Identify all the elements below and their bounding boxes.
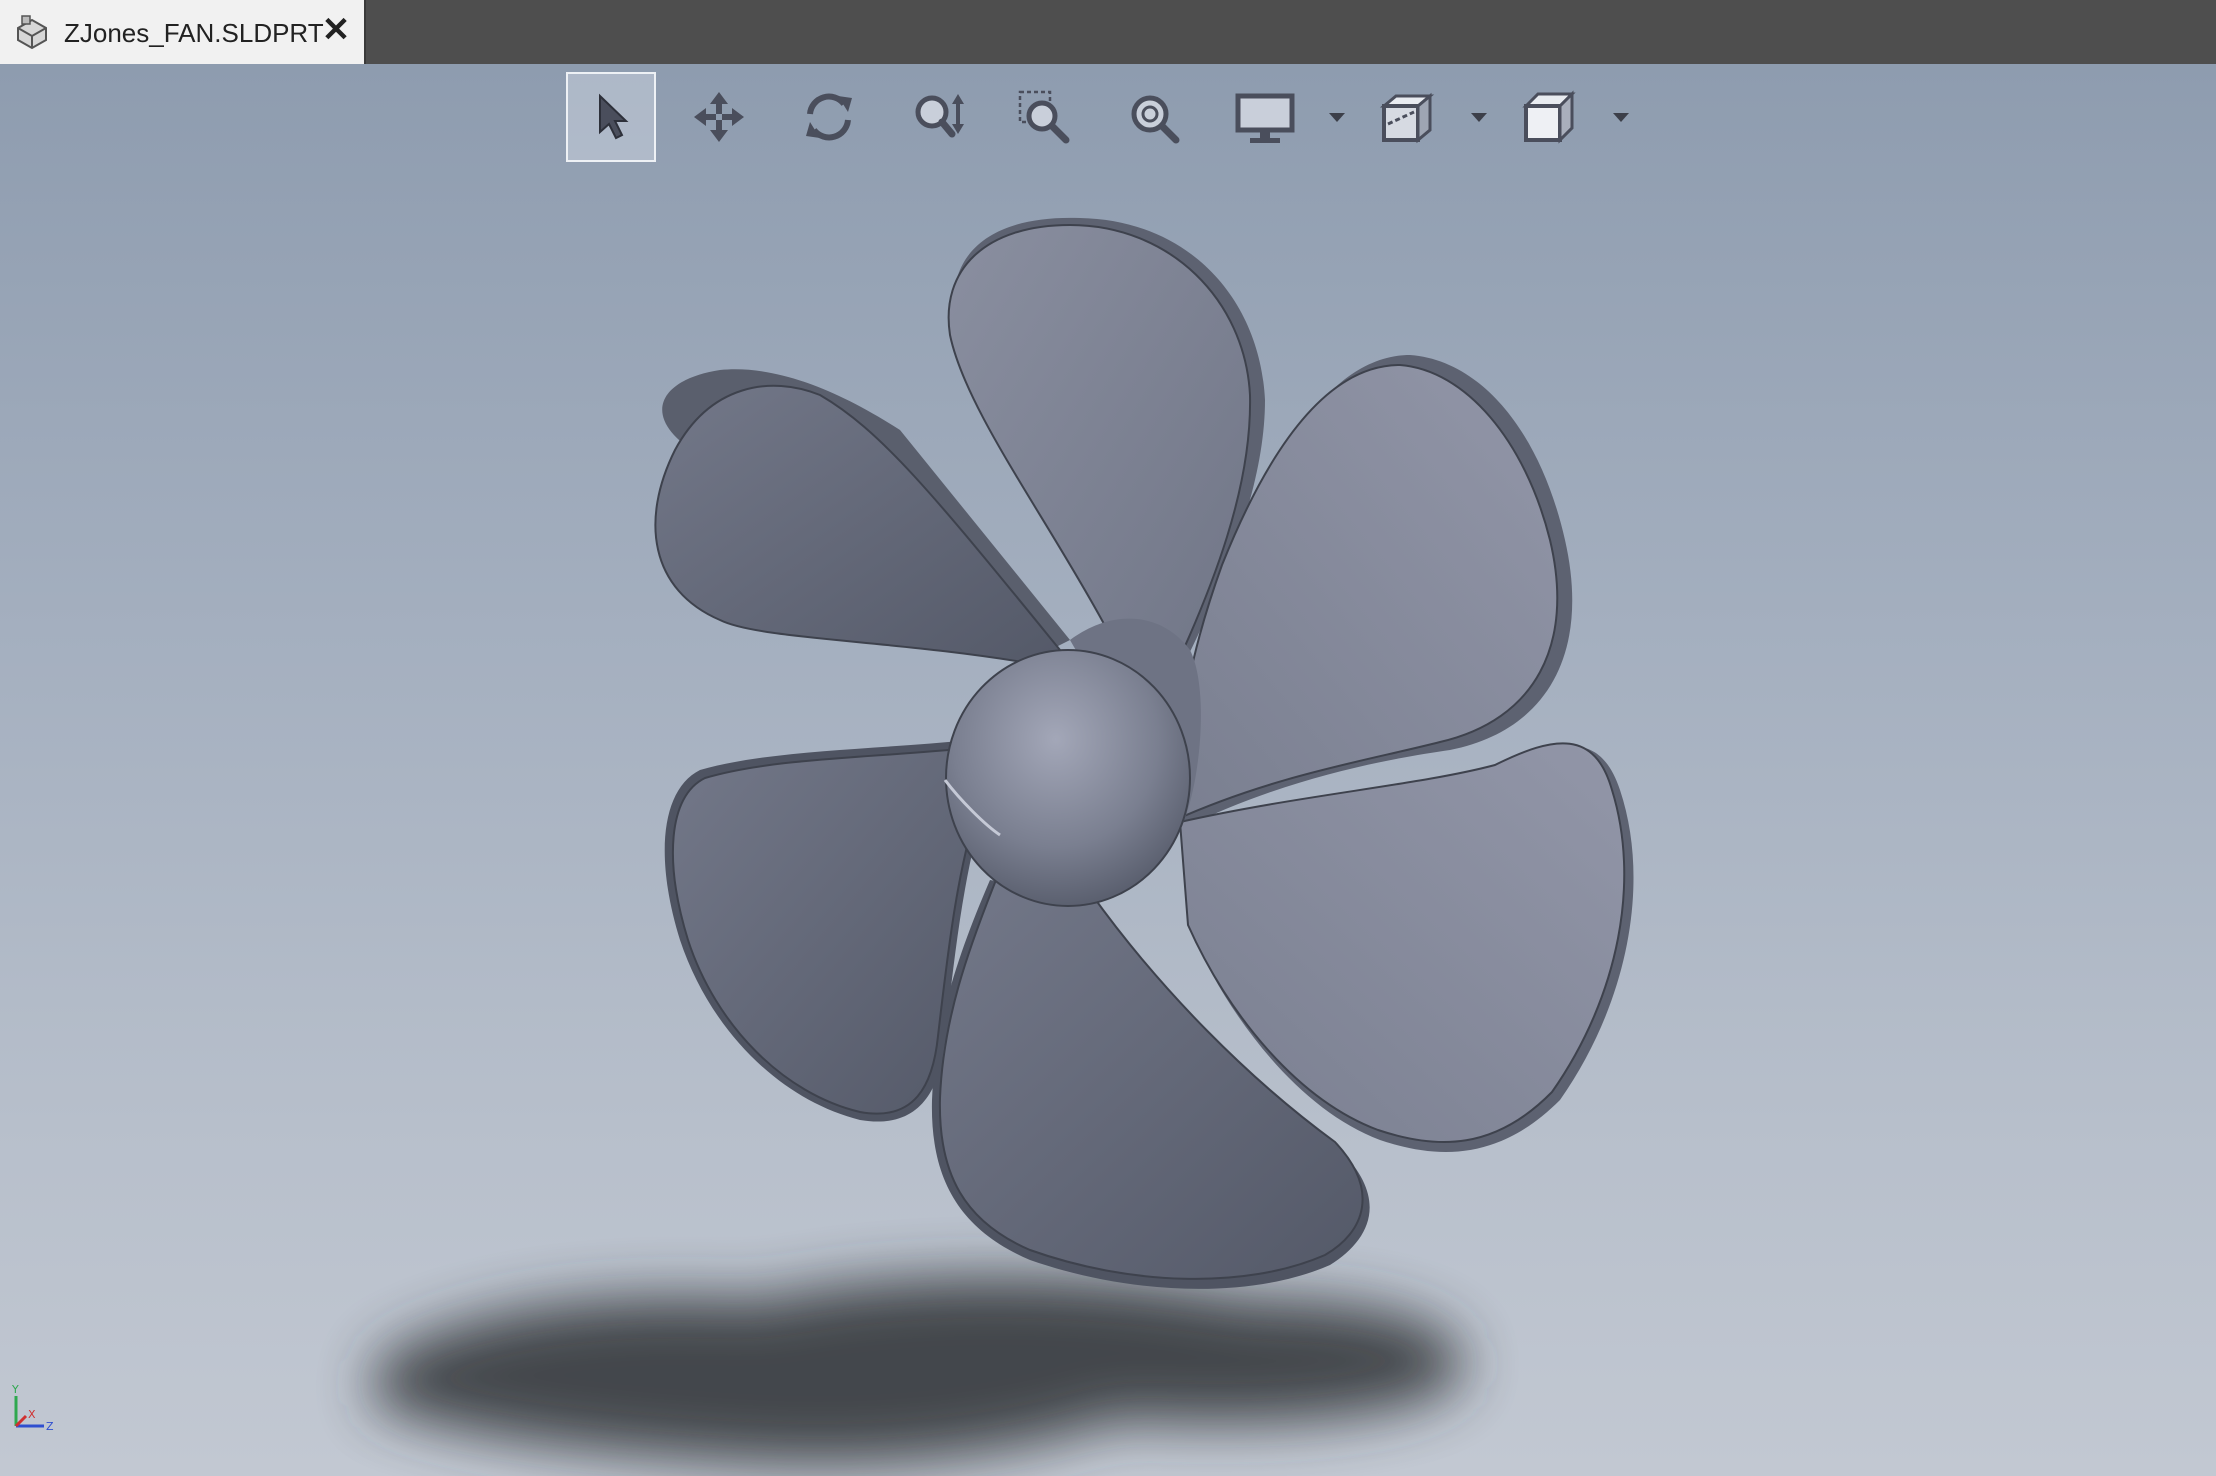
- fan-part-model: [370, 217, 1634, 1464]
- cube-icon: [1522, 90, 1576, 144]
- fan-blade-left-lower: [664, 740, 990, 1122]
- pan-tool-button[interactable]: [674, 72, 764, 162]
- part-icon: [17, 15, 47, 50]
- document-tab-title: ZJones_FAN.SLDPRT: [64, 18, 324, 48]
- z-axis-label: Z: [46, 1420, 54, 1432]
- zoom-in-out-tool-button[interactable]: [894, 72, 984, 162]
- view-orientation-dropdown-icon[interactable]: [1610, 110, 1632, 124]
- view-orientation-tool-button[interactable]: [1504, 72, 1594, 162]
- move-arrows-icon: [694, 92, 744, 142]
- rotate-icon: [806, 93, 852, 141]
- display-style-tool-button[interactable]: [1220, 72, 1310, 162]
- title-bar: ZJones_FAN.SLDPRT ✕: [0, 0, 2216, 64]
- select-tool-button[interactable]: [566, 72, 656, 162]
- zoom-area-icon: [1018, 90, 1070, 144]
- display-style-dropdown-icon[interactable]: [1326, 110, 1348, 124]
- fan-blade-right-upper: [1173, 355, 1573, 830]
- fan-blade-bottom: [931, 878, 1370, 1289]
- monitor-icon: [1235, 93, 1295, 143]
- zoom-in-out-icon: [915, 94, 964, 138]
- section-view-dropdown-icon[interactable]: [1468, 110, 1490, 124]
- close-tab-button[interactable]: ✕: [321, 11, 351, 49]
- fan-hub: [943, 618, 1201, 907]
- model-shadow: [370, 1277, 1464, 1464]
- fan-blade-right-lower: [1178, 742, 1634, 1152]
- zoom-to-fit-tool-button[interactable]: [1110, 72, 1200, 162]
- rotate-tool-button[interactable]: [784, 72, 874, 162]
- fan-blade-upper-left: [654, 369, 1070, 667]
- section-view-tool-button[interactable]: [1362, 72, 1452, 162]
- zoom-to-area-tool-button[interactable]: [1002, 72, 1092, 162]
- x-axis-label: X: [28, 1408, 36, 1421]
- section-cube-icon: [1379, 92, 1435, 144]
- zoom-fit-icon: [1131, 95, 1180, 144]
- arrow-pointer-icon: [599, 93, 629, 140]
- y-axis-label: Y: [11, 1383, 19, 1396]
- reference-triad: Y X Z: [11, 1383, 54, 1432]
- x-axis-line: [14, 1414, 28, 1428]
- graphics-viewport[interactable]: Y X Z: [0, 64, 2216, 1476]
- fan-blade-top: [947, 217, 1265, 723]
- document-tab[interactable]: ZJones_FAN.SLDPRT ✕: [0, 0, 366, 64]
